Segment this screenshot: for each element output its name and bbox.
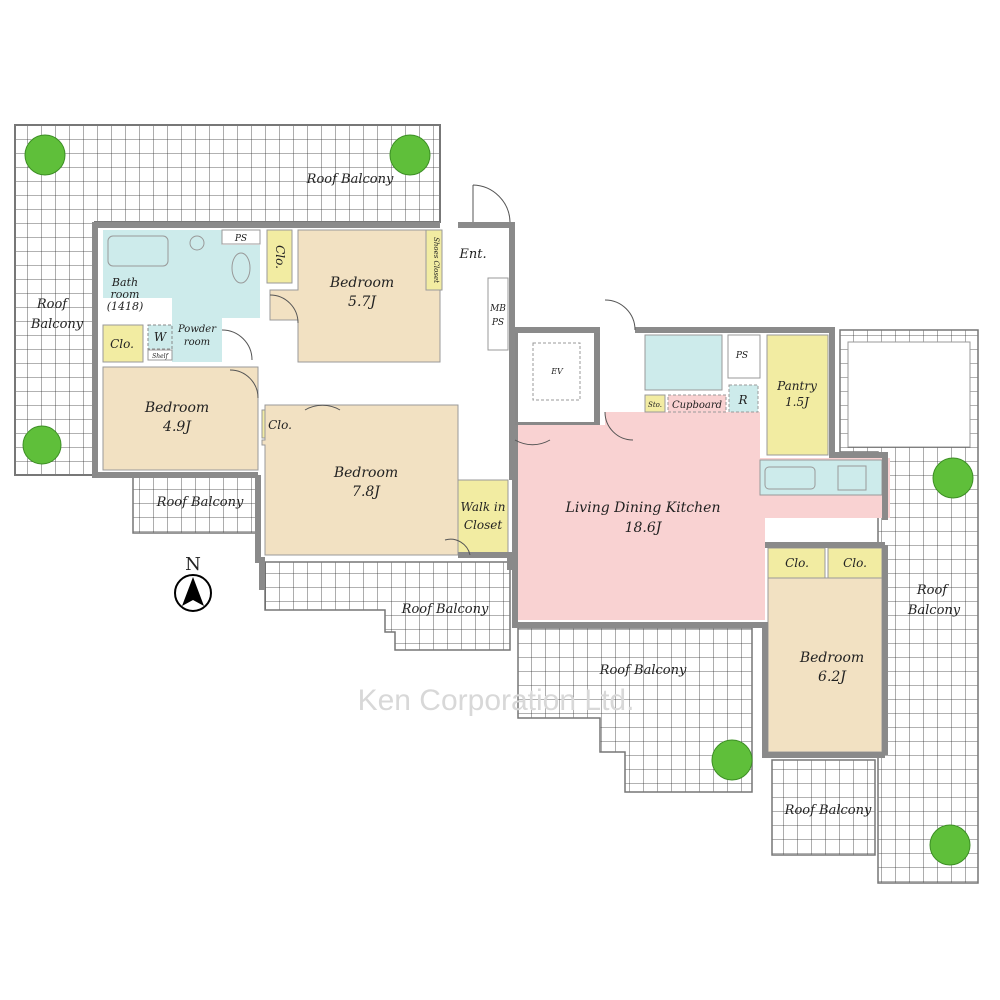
elevator-shaft	[512, 327, 600, 428]
ps-top	[221, 229, 261, 245]
storage	[644, 394, 666, 413]
refrigerator-label: R	[737, 393, 747, 407]
shoes-closet	[425, 229, 443, 291]
mb-ps	[487, 277, 509, 351]
balcony-label: Roof Balcony	[599, 663, 687, 678]
storage-label: Sto.	[648, 401, 662, 409]
shelf-label: Shelf	[152, 353, 169, 360]
entrance-label: Ent.	[458, 247, 486, 262]
bedroom-6-2-name: Bedroom	[799, 650, 864, 666]
mbps-label-1: MB	[489, 304, 506, 314]
bath-label-2: room	[111, 288, 140, 301]
shelf	[147, 349, 173, 361]
bathtub-icon	[107, 235, 169, 267]
walls	[92, 222, 888, 758]
bedroom-6-2-size: 6.2J	[818, 669, 847, 685]
closet-label-b: Clo.	[110, 337, 134, 351]
shoes-closet-label: Shoes Closet	[432, 237, 440, 283]
closet-label-c: Clo.	[268, 418, 292, 432]
bedroom-6-2	[767, 577, 883, 753]
bedroom-7-8	[261, 404, 459, 556]
balcony-label-left-1: Roof	[36, 297, 69, 312]
mbps-label-2: PS	[491, 318, 504, 328]
doors	[221, 184, 636, 556]
roof-balcony-middle	[264, 561, 511, 651]
pantry-name: Pantry	[776, 379, 817, 393]
ev-label: EV	[550, 367, 564, 376]
cupboard-label: Cupboard	[672, 400, 722, 411]
powder-label-1: Powder	[177, 324, 217, 335]
sink-icon	[189, 235, 205, 251]
bedroom-5-7-name: Bedroom	[329, 275, 394, 291]
bedroom-7-8-size: 7.8J	[352, 484, 381, 500]
bedroom-4-9-name: Bedroom	[144, 400, 209, 416]
balcony-label: Roof Balcony	[306, 172, 394, 187]
closet-label-a: Clo.	[273, 245, 287, 269]
walk-in-label-2: Closet	[464, 518, 503, 532]
closet-a	[266, 229, 293, 284]
powder-room	[172, 230, 222, 362]
bath-label-3: (1418)	[107, 300, 144, 313]
roof-balcony-ldk	[517, 627, 753, 793]
elevator-box	[532, 342, 581, 401]
ps-label-top: PS	[234, 234, 247, 244]
pantry-size: 1.5J	[785, 395, 810, 409]
bedroom-5-7-size: 5.7J	[348, 294, 377, 310]
balcony-label-right-2: Balcony	[907, 603, 961, 618]
bath-label-1: Bath	[111, 276, 138, 289]
stove-icon	[837, 465, 867, 491]
kitchen-sink-icon	[764, 466, 816, 490]
balcony-label: Roof Balcony	[156, 495, 244, 510]
washer-space	[147, 324, 173, 350]
ps-right	[727, 334, 761, 379]
refrigerator-space	[728, 384, 759, 413]
balcony-label: Roof Balcony	[784, 803, 872, 818]
balcony-label-right-1: Roof	[916, 583, 949, 598]
bedroom-4-9-size: 4.9J	[162, 419, 192, 435]
roof-balcony-bottom-right	[771, 759, 876, 856]
ldk-size: 18.6J	[625, 520, 663, 536]
closet-label-e: Clo.	[843, 556, 867, 570]
closet-b	[102, 324, 144, 363]
washer-label: W	[154, 330, 168, 344]
north-compass-icon: N	[174, 554, 212, 612]
closet-d	[767, 547, 826, 579]
balcony-label-left-2: Balcony	[30, 317, 84, 332]
watermark: Ken Corporation Ltd.	[358, 684, 635, 717]
toilet-room	[222, 245, 260, 318]
ps-label-right: PS	[735, 351, 748, 361]
powder-label-2: room	[184, 337, 210, 348]
compass-label: N	[185, 554, 201, 575]
pantry	[766, 334, 829, 456]
toilet-icon	[231, 252, 251, 284]
cupboard	[667, 394, 727, 413]
balcony-label: Roof Balcony	[401, 602, 489, 617]
ldk-name: Living Dining Kitchen	[565, 500, 721, 516]
walk-in-closet	[457, 479, 509, 556]
bedroom-7-8-name: Bedroom	[333, 465, 398, 481]
walk-in-label-1: Walk in	[461, 500, 506, 514]
kitchen-side-toilet	[644, 334, 723, 391]
bedroom-4-9	[102, 366, 259, 471]
tree-icon	[22, 134, 974, 866]
closet-label-d: Clo.	[785, 556, 809, 570]
